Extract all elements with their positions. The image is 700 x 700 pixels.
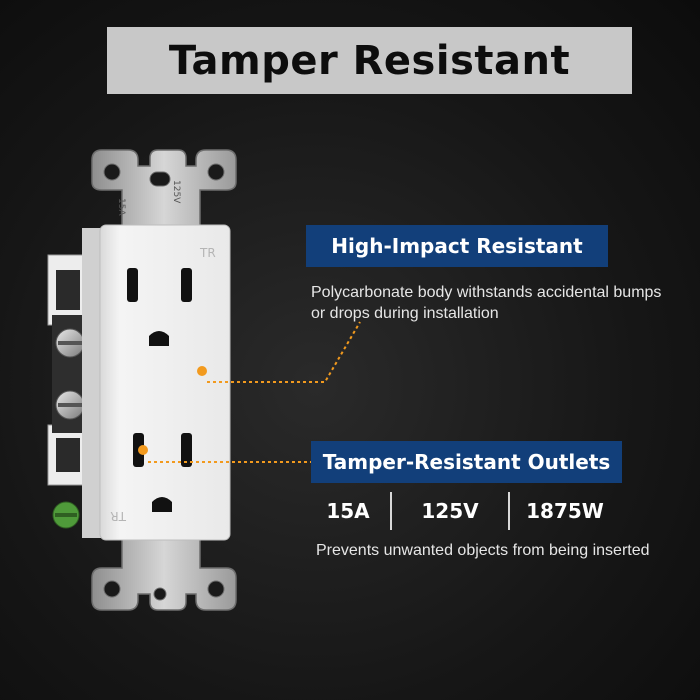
spec-voltage: 125V: [421, 499, 479, 523]
spec-row: 15A 125V 1875W: [306, 490, 626, 532]
strap-rating-left: 15A: [116, 198, 126, 216]
page-title: Tamper Resistant: [168, 37, 571, 84]
spec-wattage: 1875W: [526, 499, 604, 523]
tr-marking-top: TR: [199, 246, 216, 260]
top-mounting-strap: [91, 149, 237, 231]
callout-line-impact: [197, 321, 361, 383]
bottom-mounting-strap: [91, 529, 237, 611]
feature-description-tamper: Prevents unwanted objects from being ins…: [316, 542, 650, 559]
feature-heading-tamper: Tamper-Resistant Outlets: [311, 441, 622, 483]
feature-description-impact: Polycarbonate body withstands accidental…: [311, 284, 662, 322]
terminal-screw: [55, 328, 85, 420]
feature-heading-impact: High-Impact Resistant: [306, 225, 608, 267]
ground-screw: [52, 501, 80, 529]
callout-line-tamper: [138, 445, 311, 463]
tr-marking-bottom: TR: [110, 509, 127, 523]
strap-rating-right: 125V: [171, 180, 181, 204]
spec-amperage: 15A: [326, 499, 370, 523]
lower-outlet: [133, 433, 192, 512]
spec-divider: [390, 492, 392, 530]
title-banner: Tamper Resistant: [107, 27, 632, 94]
upper-outlet: [127, 268, 192, 346]
spec-divider: [508, 492, 510, 530]
